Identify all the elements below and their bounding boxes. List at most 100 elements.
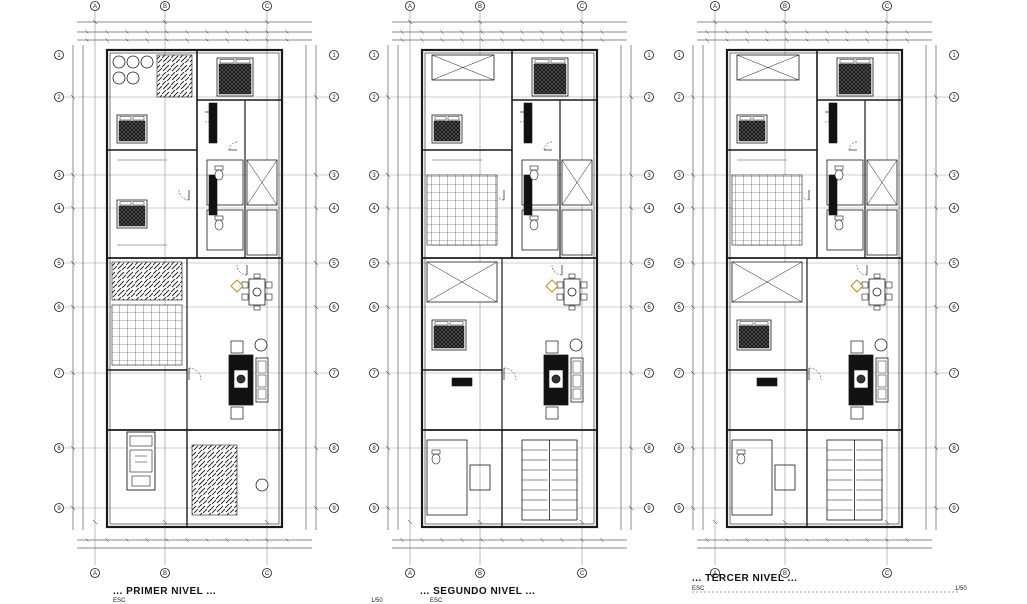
grid-axis-bubble: 2 [369, 92, 379, 102]
dining-set-icon [545, 273, 588, 311]
svg-text:2: 2 [332, 95, 336, 101]
grid-axis-bubble: A [710, 1, 720, 11]
grid-axis-bubble: 6 [54, 302, 64, 312]
plan-title-2: ... SEGUNDO NIVEL ... [420, 586, 536, 597]
svg-text:B: B [163, 571, 167, 577]
garden-paving [191, 444, 238, 516]
wc-icon [214, 215, 224, 231]
wc-icon [431, 449, 441, 465]
grid-axis-bubble: A [405, 568, 415, 578]
stair-icon [826, 439, 883, 521]
grid-axis-bubble: 5 [949, 258, 959, 268]
bed-icon [736, 319, 772, 351]
closet [208, 174, 218, 216]
grid-axis-bubble: A [710, 568, 720, 578]
grid-axis-bubble: 6 [674, 302, 684, 312]
svg-text:C: C [885, 4, 890, 10]
bed-icon [836, 57, 874, 97]
grid-axis-bubble: 1 [674, 50, 684, 60]
door-swing [188, 367, 202, 381]
svg-text:3: 3 [57, 173, 61, 179]
closet [523, 174, 533, 216]
grid-axis-bubble: 6 [949, 302, 959, 312]
grid-axis-bubble: 1 [54, 50, 64, 60]
drain-icon [255, 478, 269, 492]
grid-axis-bubble: 7 [329, 368, 339, 378]
svg-text:9: 9 [952, 506, 956, 512]
shaft [561, 209, 593, 256]
grid-axis-bubble: 4 [54, 203, 64, 213]
svg-text:4: 4 [677, 206, 681, 212]
grid-axis-bubble: 9 [949, 503, 959, 513]
grid-axis-bubble: A [405, 1, 415, 11]
svg-text:6: 6 [372, 305, 376, 311]
door-swing [551, 264, 563, 276]
grid-axis-bubble: B [475, 568, 485, 578]
grid-axis-bubble: C [577, 1, 587, 11]
door-swing [848, 141, 858, 151]
svg-text:6: 6 [952, 305, 956, 311]
closet [208, 102, 218, 144]
svg-text:5: 5 [677, 261, 681, 267]
grid-axis-bubble: 5 [54, 258, 64, 268]
svg-text:C: C [265, 4, 270, 10]
void-opening [736, 54, 800, 81]
car-icon [126, 431, 156, 491]
bed-icon [736, 114, 768, 144]
grid-axis-bubble: 8 [644, 443, 654, 453]
grid-axis-bubble: 2 [949, 92, 959, 102]
svg-text:7: 7 [677, 371, 681, 377]
closet [451, 377, 473, 387]
grid-axis-bubble: C [262, 568, 272, 578]
wc-icon [736, 449, 746, 465]
svg-text:2: 2 [372, 95, 376, 101]
grid-axis-bubble: 9 [369, 503, 379, 513]
sink [774, 464, 796, 491]
grid-axis-bubble: 8 [369, 443, 379, 453]
svg-text:5: 5 [332, 261, 336, 267]
door-swing [856, 264, 868, 276]
svg-text:8: 8 [57, 446, 61, 452]
svg-text:B: B [783, 4, 787, 10]
grid-axis-bubble: 2 [54, 92, 64, 102]
grid-axis-bubble: 4 [949, 203, 959, 213]
grid-axis-bubble: B [160, 568, 170, 578]
bed-icon [216, 57, 254, 97]
kitchen-counter [111, 261, 183, 301]
grid-axis-bubble: 8 [674, 443, 684, 453]
bathroom [426, 439, 468, 516]
grid-axis-bubble: 3 [644, 170, 654, 180]
door-swing [204, 111, 216, 123]
grid-axis-bubble: 4 [369, 203, 379, 213]
svg-text:6: 6 [332, 305, 336, 311]
grid-axis-bubble: 9 [674, 503, 684, 513]
svg-text:2: 2 [677, 95, 681, 101]
void-opening [731, 261, 803, 303]
grid-axis-bubble: 7 [369, 368, 379, 378]
grid-axis-bubble: 9 [329, 503, 339, 513]
bathroom [521, 209, 559, 251]
svg-text:C: C [265, 571, 270, 577]
grid-axis-bubble: A [90, 1, 100, 11]
svg-text:9: 9 [332, 506, 336, 512]
svg-text:A: A [713, 4, 717, 10]
plan-scale-3: 1/50 [955, 586, 967, 592]
svg-text:9: 9 [647, 506, 651, 512]
wc-icon [529, 215, 539, 231]
grid-axis-bubble: B [475, 1, 485, 11]
shaft [866, 209, 898, 256]
shaft [246, 209, 278, 256]
dining-set-icon [850, 273, 893, 311]
svg-text:9: 9 [372, 506, 376, 512]
svg-text:3: 3 [952, 173, 956, 179]
svg-text:5: 5 [57, 261, 61, 267]
grid-axis-bubble: 1 [949, 50, 959, 60]
plan-esc-2: ESC [430, 598, 443, 604]
grid-axis-bubble: C [577, 568, 587, 578]
grid-axis-bubble: 9 [54, 503, 64, 513]
svg-text:3: 3 [372, 173, 376, 179]
grid-axis-bubble: 3 [949, 170, 959, 180]
